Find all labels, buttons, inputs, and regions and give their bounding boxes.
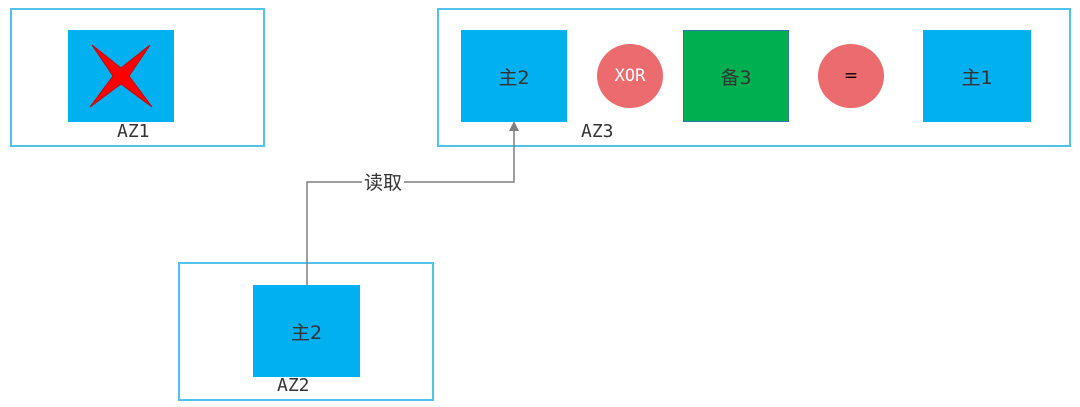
az3-label: AZ3 (581, 121, 614, 142)
az2-primary-2-block: 主2 (253, 285, 360, 377)
az1-label: AZ1 (117, 121, 150, 142)
connector-arrowhead (509, 121, 519, 131)
az3-primary-2-block: 主2 (461, 30, 567, 122)
read-connector-label: 读取 (362, 172, 405, 194)
equals-operator: = (818, 44, 884, 108)
az1-failed-block (68, 30, 174, 122)
az2-label: AZ2 (277, 375, 310, 396)
connector-line (306, 128, 515, 285)
az3-primary-1-block: 主1 (923, 30, 1031, 122)
az3-backup-3-block: 备3 (683, 30, 789, 122)
failure-x-icon (89, 44, 153, 108)
xor-operator: XOR (597, 44, 663, 108)
